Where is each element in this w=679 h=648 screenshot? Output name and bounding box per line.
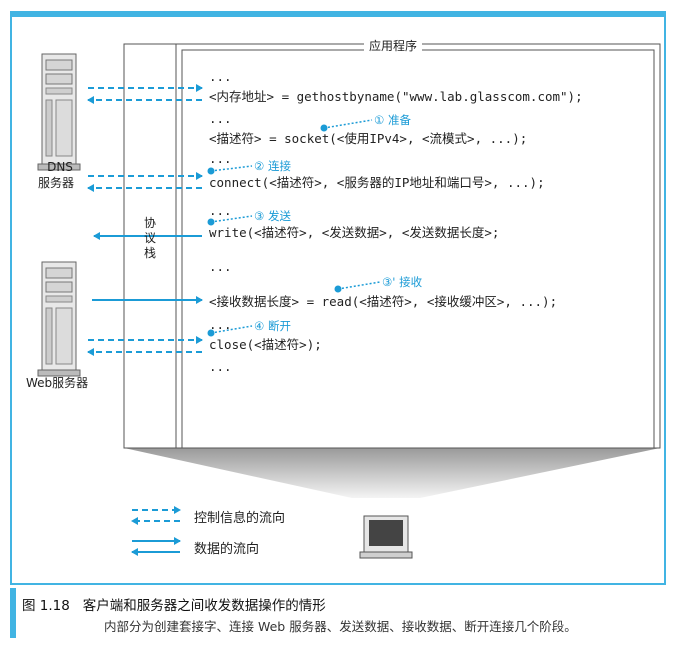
- dns-server-label: DNS: [38, 160, 82, 174]
- funnel-shadow: [124, 448, 660, 498]
- client-computer-icon: [359, 515, 413, 559]
- code-line-read: <接收数据长度> = read(<描述符>, <接收缓冲区>, ...);: [209, 294, 558, 309]
- protocol-stack-label: 协 议 栈: [143, 216, 157, 261]
- code-line-1: ...: [209, 69, 232, 84]
- dns-server-icon: [37, 53, 81, 171]
- code-line-7: ...: [209, 203, 232, 218]
- dns-server-label-2: 服务器: [38, 176, 88, 190]
- stage-prepare: ① 准备: [374, 113, 411, 127]
- code-line-5: ...: [209, 151, 232, 166]
- application-box-inner: [181, 49, 655, 449]
- code-line-11: ...: [209, 317, 232, 332]
- code-line-connect: connect(<描述符>, <服务器的IP地址和端口号>, ...);: [209, 175, 545, 190]
- stage-connect: ② 连接: [254, 159, 291, 173]
- stage-disconnect: ④ 断开: [254, 319, 291, 333]
- protocol-stack-char-1: 协: [143, 216, 156, 230]
- caption-subtitle: 内部分为创建套接字、连接 Web 服务器、发送数据、接收数据、断开连接几个阶段。: [104, 619, 577, 634]
- protocol-stack-char-3: 栈: [143, 246, 156, 260]
- stage-send: ③ 发送: [254, 209, 291, 223]
- frame-top-bar: [10, 11, 666, 14]
- legend-data-flow: 数据的流向: [194, 542, 260, 557]
- code-line-3: ...: [209, 111, 232, 126]
- code-line-write: write(<描述符>, <发送数据>, <发送数据长度>;: [209, 225, 500, 240]
- dns-label-line2: 服务器: [38, 176, 75, 190]
- protocol-stack-char-2: 议: [143, 231, 156, 245]
- caption-accent-bar: [10, 588, 16, 638]
- code-line-gethostbyname: <内存地址> = gethostbyname("www.lab.glasscom…: [209, 89, 583, 104]
- code-line-socket: <描述符> = socket(<使用IPv4>, <流模式>, ...);: [209, 131, 528, 146]
- dns-label-line1: DNS: [47, 160, 73, 174]
- caption-title: 图 1.18 客户端和服务器之间收发数据操作的情形: [22, 598, 326, 614]
- code-line-13: ...: [209, 359, 232, 374]
- web-server-label: Web服务器: [26, 376, 89, 390]
- code-line-close: close(<描述符>);: [209, 337, 322, 352]
- application-title: 应用程序: [364, 39, 423, 53]
- legend-control-flow: 控制信息的流向: [194, 511, 286, 526]
- web-server-icon: [37, 261, 81, 377]
- figure-frame: [10, 14, 666, 585]
- stage-receive: ③' 接收: [382, 275, 423, 289]
- code-line-9: ...: [209, 259, 232, 274]
- protocol-stack-box: [123, 43, 177, 449]
